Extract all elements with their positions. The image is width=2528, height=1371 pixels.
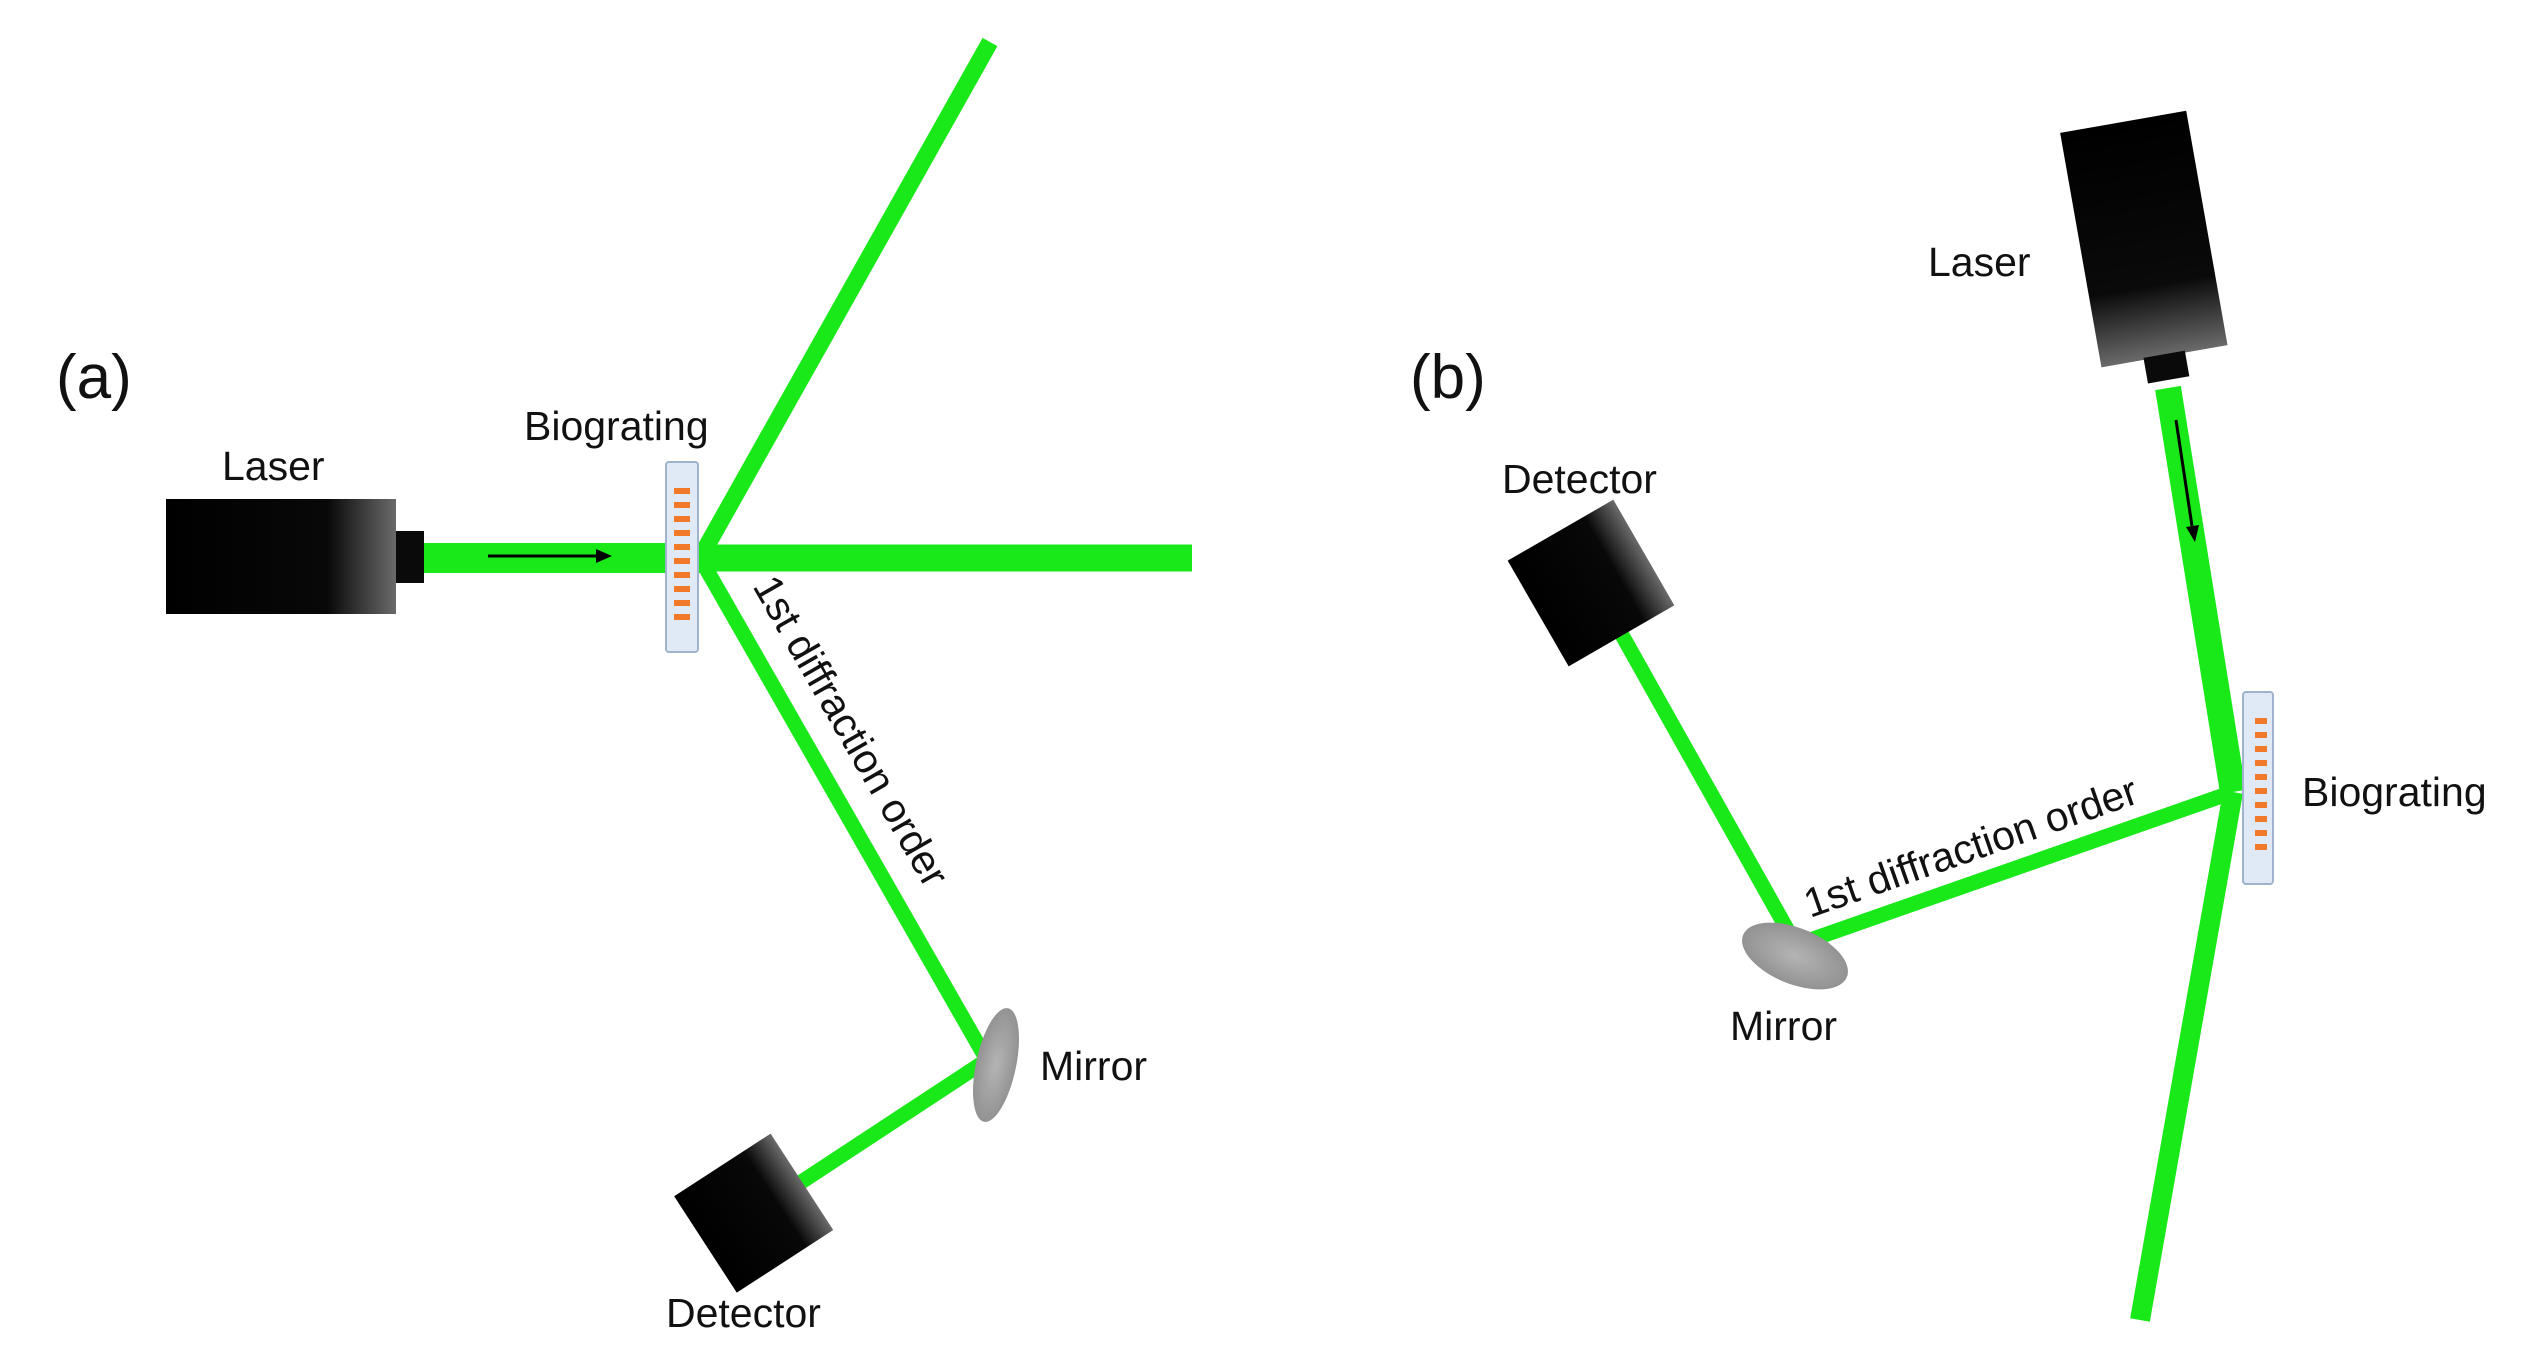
detector-b [1507,499,1675,667]
mirror-to-detector-beam-b [1615,631,1803,949]
laser-label-a: Laser [222,443,325,489]
laser-a [166,499,424,614]
biograting-marks-a [674,488,690,620]
biograting-a [665,461,699,653]
mirror-label-a: Mirror [1040,1043,1147,1089]
grating-label-b: Biograting [2302,769,2487,815]
panel-a: (a) Laser [56,37,1192,1336]
reflected-beam-a [692,37,998,563]
order-label-a: 1st diffraction order [744,568,958,895]
laser-beam-b [2155,385,2246,795]
laser-b [2060,110,2228,384]
mirror-to-detector-beam-a [775,1053,992,1203]
first-order-beam-a [693,554,994,1064]
biograting-b [2242,691,2274,885]
panel-a-label: (a) [56,343,132,412]
beam-direction-arrow-a [488,549,612,563]
biograting-marks-b [2255,718,2267,850]
detector-a [674,1133,834,1293]
mirror-a [973,1008,1019,1122]
panel-b: (b) Laser [1410,110,2487,1322]
zero-order-beam-b [2130,790,2243,1322]
beam-direction-arrow-b [2174,419,2199,542]
grating-label-a: Biograting [524,403,709,449]
mirror-label-b: Mirror [1730,1003,1837,1049]
panel-b-label: (b) [1410,343,1486,412]
laser-label-b: Laser [1928,239,2031,285]
first-order-beam-b [1793,784,2236,953]
mirror-b [1742,922,1848,990]
detector-label-b: Detector [1502,456,1657,502]
detector-label-a: Detector [666,1290,821,1336]
